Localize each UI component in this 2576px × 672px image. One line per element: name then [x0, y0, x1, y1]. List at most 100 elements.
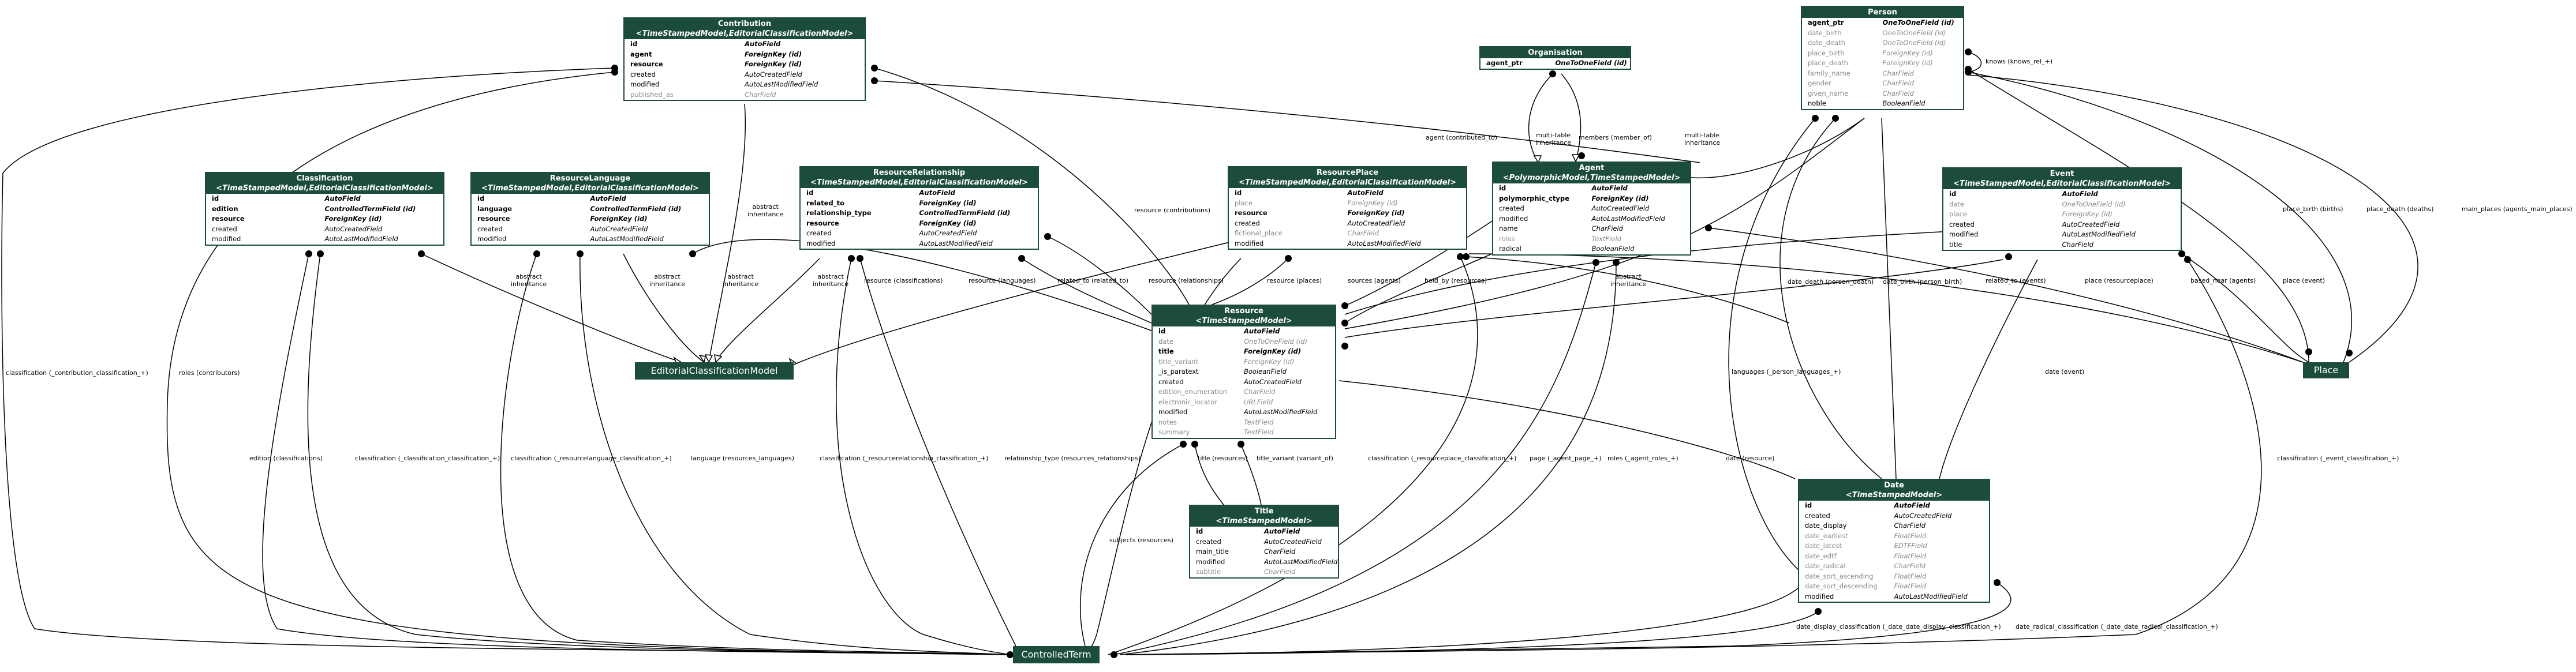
edge-label: knows (knows_rel_+): [1986, 58, 2052, 65]
field-type: ForeignKey (id): [2062, 210, 2113, 218]
edge-label: classification (_resourcelanguage_classi…: [511, 455, 672, 462]
field-type: ControlledTermField (id): [590, 204, 682, 213]
field-type: OneToOneField (id): [1882, 18, 1954, 27]
edge-label: place_death (deaths): [2366, 205, 2434, 213]
model-event: Event<TimeStampedModel,EditorialClassifi…: [1942, 167, 2182, 251]
field-row: date_sort_descending FloatField: [1799, 581, 1989, 592]
model-title: Person: [1868, 8, 1897, 17]
field-name: roles: [1499, 234, 1515, 243]
edge-label: title_variant (variant_of): [1257, 455, 1333, 462]
field-type: AutoField: [1264, 527, 1300, 535]
field-type: BooleanField: [1244, 367, 1287, 376]
edge-label: related_to (related_to): [1057, 277, 1128, 284]
field-name: _is_paratext: [1158, 367, 1199, 376]
field-name: date_radical: [1805, 562, 1846, 570]
field-type: ForeignKey (id): [590, 215, 648, 223]
edge-label: agent (contributed_to): [1426, 134, 1498, 141]
model-resourceplace: ResourcePlace<TimeStampedModel,Editorial…: [1228, 166, 1467, 250]
field-name: place_death: [1808, 59, 1848, 67]
model-header: Event<TimeStampedModel,EditorialClassifi…: [1943, 168, 2181, 189]
field-type: ControlledTermField (id): [324, 204, 416, 213]
model-header: ResourceRelationship<TimeStampedModel,Ed…: [801, 167, 1038, 188]
edge-label: place (resourceplace): [2085, 277, 2153, 284]
field-type: AutoLastModifiedField: [590, 235, 664, 243]
inheritance-label: abstract inheritance: [723, 273, 759, 288]
field-type: AutoField: [2062, 190, 2098, 198]
field-name: name: [1499, 224, 1518, 232]
field-type: ForeignKey (id): [1347, 209, 1405, 217]
field-name: id: [630, 40, 638, 48]
model-title: Date: [1884, 481, 1904, 490]
model-base-classes: <TimeStampedModel,EditorialClassificatio…: [810, 178, 1028, 187]
field-name: date_sort_descending: [1805, 582, 1878, 590]
field-name: date: [1949, 200, 1964, 208]
field-name: given_name: [1808, 89, 1849, 97]
edge-label: classification (_resourceplace_classific…: [1368, 455, 1517, 462]
edge-label: place_birth (births): [2283, 205, 2343, 213]
field-type: TextField: [1244, 418, 1274, 426]
edge-label: based_near (agents): [2190, 277, 2256, 284]
field-name: id: [1499, 184, 1506, 192]
edge-label: resource (languages): [969, 277, 1036, 284]
field-type: FloatField: [1894, 582, 1927, 590]
field-name: modified: [1235, 239, 1264, 247]
edge-label: page (_agent_page_+): [1530, 455, 1602, 462]
model-title: Classification: [296, 174, 353, 183]
model-title: Contribution: [717, 20, 772, 28]
edge-label: roles (_agent_roles_+): [1607, 455, 1678, 462]
edge-label: date (resource): [1726, 455, 1775, 462]
model-header: ResourceLanguage<TimeStampedModel,Editor…: [472, 173, 709, 194]
field-name: created: [1499, 204, 1524, 212]
edge-label: edition (classifications): [249, 455, 323, 462]
model-header: Title<TimeStampedModel>: [1190, 506, 1338, 527]
field-name: date_earliest: [1805, 531, 1848, 540]
field-type: AutoField: [919, 189, 955, 197]
field-name: gender: [1808, 79, 1831, 87]
field-name: polymorphic_ctype: [1499, 194, 1569, 202]
field-type: TextField: [1244, 428, 1274, 436]
field-name: resource: [630, 60, 663, 68]
field-type: AutoCreatedField: [590, 224, 648, 233]
field-name: created: [1949, 220, 1975, 228]
field-type: URLField: [1244, 397, 1273, 406]
field-name: created: [1235, 219, 1260, 227]
edge-label: classification (_contribution_classifica…: [6, 369, 148, 377]
field-type: ForeignKey (id): [745, 50, 802, 58]
field-type: CharField: [1264, 568, 1296, 576]
field-type: AutoLastModifiedField: [324, 235, 398, 243]
edge-label: classification (_resourcerelationship_cl…: [820, 455, 989, 462]
field-name: created: [212, 224, 237, 233]
field-type: AutoCreatedField: [919, 229, 977, 237]
field-name: modified: [1158, 408, 1188, 416]
model-header: Person: [1802, 7, 1963, 18]
field-name: relationship_type: [806, 209, 872, 217]
